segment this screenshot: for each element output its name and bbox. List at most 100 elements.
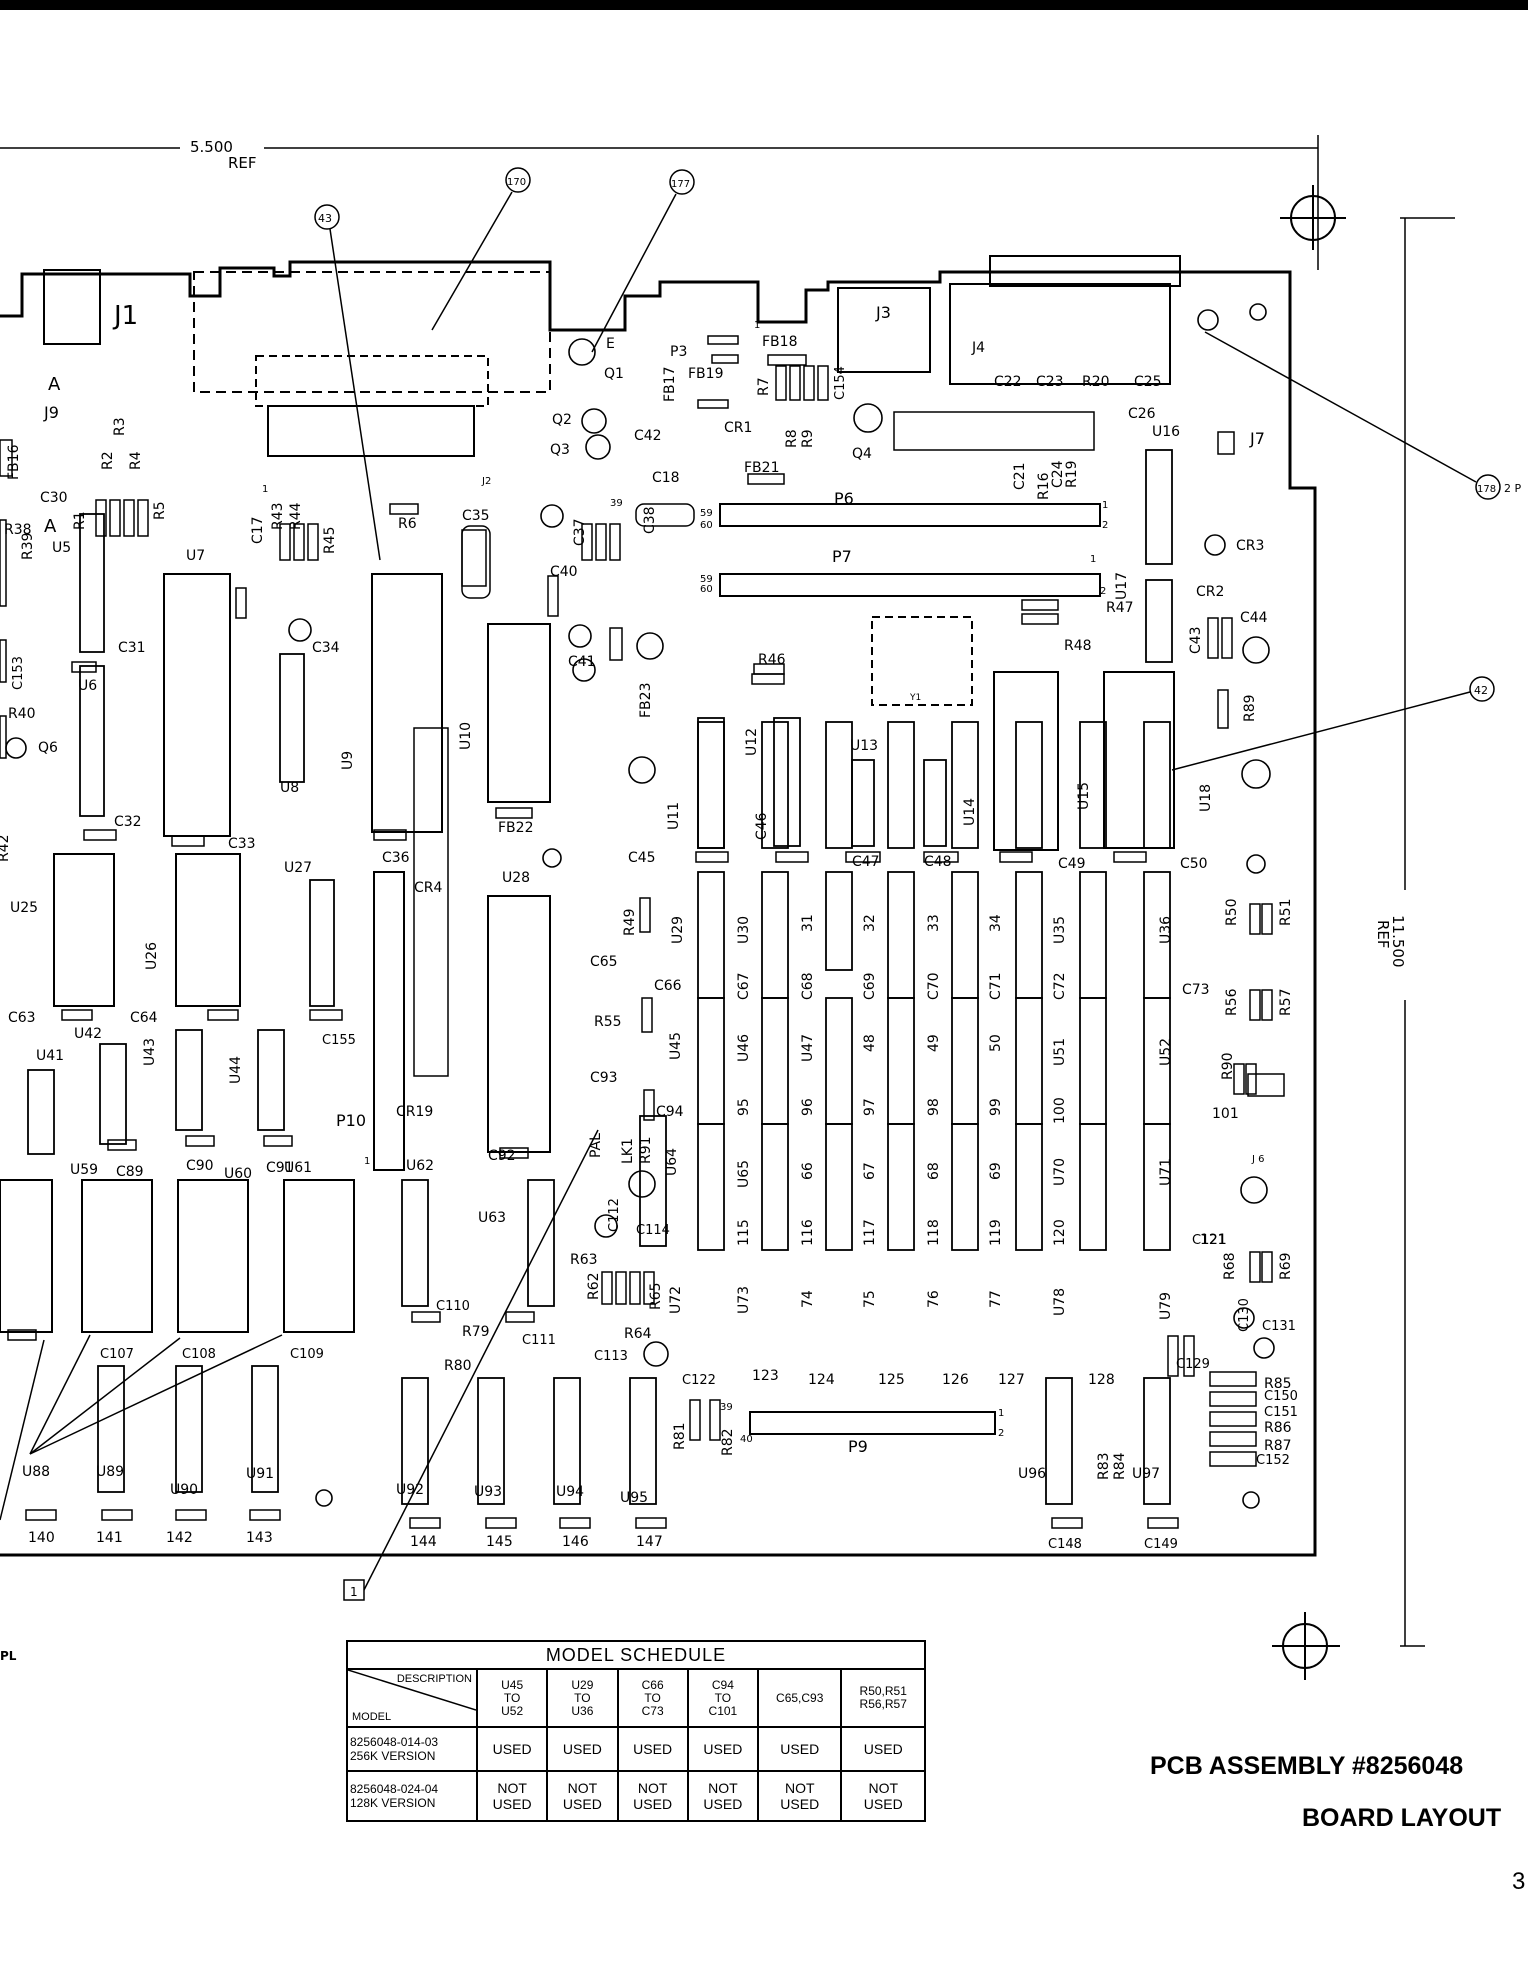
component-label-c66: C66 [654, 978, 682, 994]
component-label-r85: R85 [1264, 1376, 1292, 1392]
component-label-142: 142 [166, 1530, 193, 1546]
component-label-c45: C45 [628, 850, 656, 866]
component-label-c48: C48 [924, 854, 952, 870]
component-label-c68: C68 [800, 972, 816, 1000]
connector-label-j9: J9 [43, 403, 59, 422]
connector-label-j7: J7 [1249, 429, 1265, 448]
component-label-c18: C18 [652, 470, 680, 486]
schedule-corner-model: MODEL [352, 1711, 392, 1723]
header-p6 [719, 503, 1101, 527]
callout-42-bubble [1469, 676, 1495, 702]
component-label-u13: U13 [850, 738, 878, 754]
pin-number: 2 [998, 1428, 1004, 1439]
component-label-c30: C30 [40, 490, 68, 506]
callout-43-label: 43 [318, 212, 332, 225]
component-label-r55: R55 [594, 1014, 622, 1030]
component-label-95: 95 [736, 1098, 752, 1116]
component-label-fb22: FB22 [498, 820, 533, 836]
crystal-y1 [871, 616, 973, 706]
schedule-caption: MODEL SCHEDULE [346, 1640, 926, 1670]
component-label-r48: R48 [1064, 638, 1092, 654]
pin-number: 59 [700, 574, 713, 585]
pin-number: 2 [1102, 520, 1108, 531]
dimension-top [0, 135, 1319, 270]
component-label-66: 66 [800, 1162, 816, 1180]
component-label-140: 140 [28, 1530, 55, 1546]
component-label-r43: R43 [270, 502, 286, 530]
component-label-u51: U51 [1052, 1038, 1068, 1066]
callout-178-bubble [1475, 474, 1501, 500]
component-label-u11: U11 [666, 802, 682, 830]
component-label-99: 99 [988, 1098, 1004, 1116]
connector-label-j2: J2 [481, 476, 491, 487]
component-label-u94: U94 [556, 1484, 584, 1500]
resistor-networks [95, 365, 1273, 1441]
component-label-r83: R83 [1096, 1452, 1112, 1480]
connector-j3 [837, 287, 931, 373]
component-label-r79: R79 [462, 1324, 490, 1340]
component-label-r42: R42 [0, 834, 12, 862]
pin-number: 2 [1100, 586, 1106, 597]
component-label-50: 50 [988, 1034, 1004, 1052]
component-label-c151: C151 [1264, 1405, 1298, 1420]
component-label-67: 67 [862, 1162, 878, 1180]
board-outline [0, 260, 1317, 1557]
component-label-118: 118 [926, 1219, 942, 1246]
component-label-q4: Q4 [852, 446, 872, 462]
component-label-u64: U64 [664, 1148, 680, 1176]
component-label-c121: C121 [1192, 1233, 1226, 1248]
pin-number: 1 [1102, 500, 1108, 511]
component-label-u26: U26 [144, 942, 160, 970]
component-label-c148: C148 [1048, 1537, 1082, 1552]
registration-target-bottom [1272, 1612, 1340, 1680]
component-label-cr4: CR4 [414, 880, 443, 896]
connector-170-inner [255, 355, 489, 407]
component-label-c33: C33 [228, 836, 256, 852]
connector-170-body [193, 271, 551, 393]
dimension-right-value: 11.500 [1389, 915, 1407, 968]
connector-j1 [43, 269, 101, 345]
component-label-r68: R68 [1222, 1252, 1238, 1280]
component-label-r1: R1 [72, 511, 88, 530]
schedule-cell: USED [686, 1725, 760, 1773]
component-label-48: 48 [862, 1034, 878, 1052]
component-label-c26: C26 [1128, 406, 1156, 422]
component-label-u36: U36 [1158, 916, 1174, 944]
component-label-c152: C152 [1256, 1453, 1290, 1468]
component-label-fb18: FB18 [762, 334, 797, 350]
component-label-r46: R46 [758, 652, 786, 668]
component-label-124: 124 [808, 1372, 835, 1388]
component-label-97: 97 [862, 1098, 878, 1116]
component-label-121: 121 [1200, 1232, 1227, 1248]
component-label-r64: R64 [624, 1326, 652, 1342]
component-label-pal: PAL [588, 1133, 604, 1158]
header-p7 [719, 573, 1101, 597]
component-label-fb19: FB19 [688, 366, 723, 382]
component-label-c114: C114 [636, 1223, 670, 1238]
connector-label-p7: P7 [832, 547, 852, 566]
schedule-cell: USED [616, 1725, 689, 1773]
assembly-title: PCB ASSEMBLY #8256048 [1150, 1752, 1464, 1780]
component-label-128: 128 [1088, 1372, 1115, 1388]
component-label-r40: R40 [8, 706, 36, 722]
component-label-c92: C92 [488, 1148, 516, 1164]
component-label-r56: R56 [1224, 988, 1240, 1016]
component-label-r84: R84 [1112, 1452, 1128, 1480]
ic-u10 [487, 623, 551, 803]
component-label-r91: R91 [638, 1136, 654, 1164]
component-label-c111: C111 [522, 1333, 556, 1348]
component-label-u30: U30 [736, 916, 752, 944]
component-label-u89: U89 [96, 1464, 124, 1480]
component-label-69: 69 [988, 1162, 1004, 1180]
component-label-96: 96 [800, 1098, 816, 1116]
schedule-cell: USED [756, 1725, 843, 1773]
component-label-c65: C65 [590, 954, 618, 970]
component-label-c153: C153 [11, 656, 26, 690]
component-label-u63: U63 [478, 1210, 506, 1226]
component-label-cr19: CR19 [396, 1104, 433, 1120]
component-label-141: 141 [96, 1530, 123, 1546]
